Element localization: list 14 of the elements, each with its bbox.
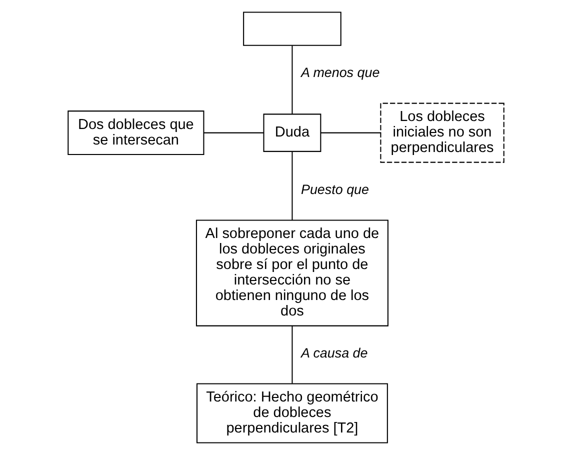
node-box: Los dobleces iniciales no son perpendiculares (380, 102, 504, 163)
connector (320, 132, 381, 134)
edge-label: A causa de (301, 345, 368, 360)
connector (292, 326, 293, 384)
node-box: Al sobreponer cada uno de los dobleces originales sobre sí por el punto de intersección no se obtienen ninguno de los dos (196, 220, 388, 326)
edge-label: Puesto que (301, 182, 370, 197)
node-box (243, 12, 342, 46)
node-box: Dos dobleces que se intersecan (68, 110, 204, 156)
node-box: Teórico: Hecho geométrico de dobleces perpendiculares [T2] (196, 383, 388, 444)
connector (292, 152, 293, 220)
node-box: Duda (263, 114, 322, 152)
connector (204, 132, 264, 134)
edge-label: A menos que (301, 64, 380, 80)
connector (292, 46, 293, 114)
